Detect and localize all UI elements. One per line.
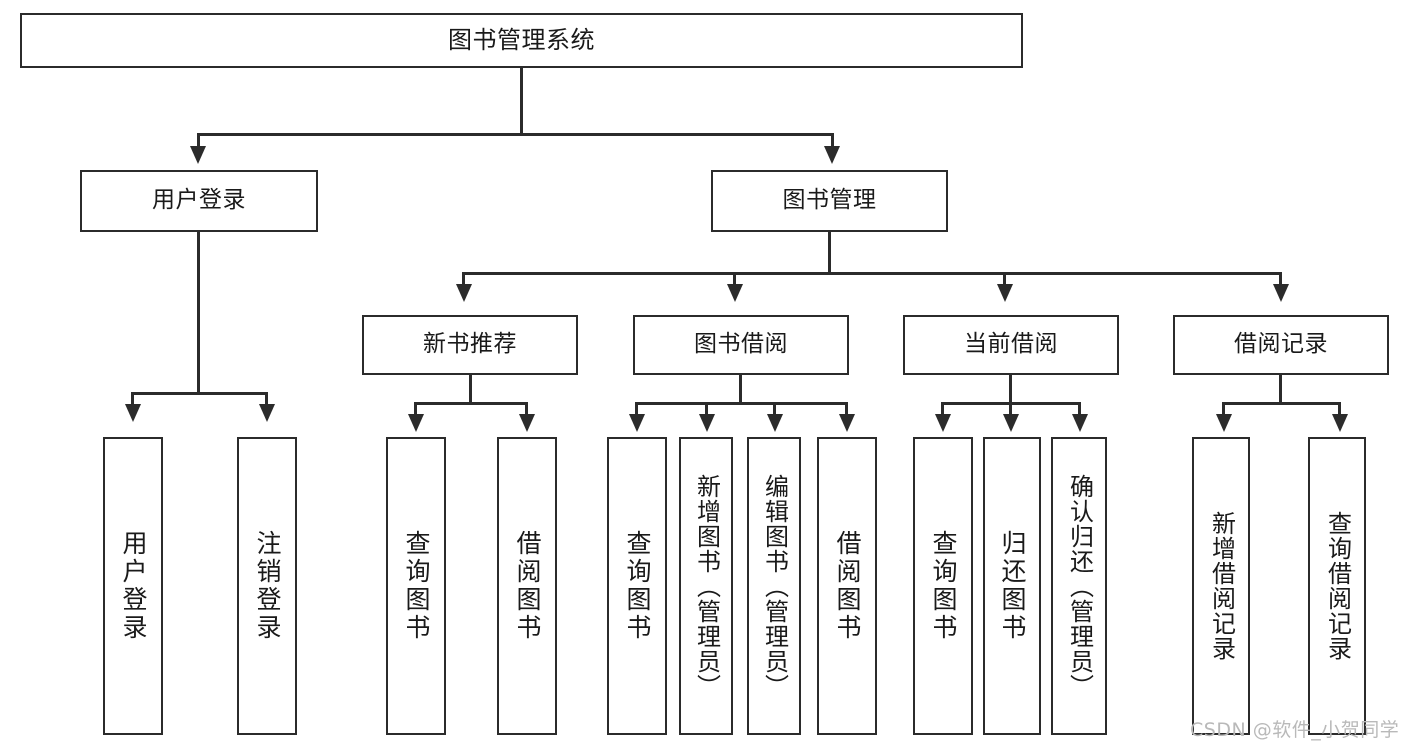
node-label: 图书管理	[782, 187, 877, 214]
node-root-system[interactable]: 图书管理系统	[20, 13, 1023, 68]
node-label: 用户登录	[119, 530, 148, 642]
connector-bookmanage-bus	[462, 272, 1282, 275]
node-label: 用户登录	[152, 187, 246, 214]
leaf-borrow-book-2[interactable]: 借阅图书	[817, 437, 877, 735]
node-label: 确认归还（管理员）	[1065, 473, 1094, 699]
arrow-to-leaf-confirm-return	[1072, 414, 1088, 432]
connector-bm-riser-3	[1003, 272, 1006, 285]
leaf-add-record[interactable]: 新增借阅记录	[1192, 437, 1250, 735]
node-label: 查询图书	[929, 530, 958, 642]
leaf-confirm-return[interactable]: 确认归还（管理员）	[1051, 437, 1107, 735]
connector-cb-stem	[1009, 375, 1012, 404]
arrow-to-leaf-query-record	[1332, 414, 1348, 432]
arrow-to-leaf-logout	[259, 404, 275, 422]
connector-nbr-bus	[414, 402, 528, 405]
connector-br-bus	[1222, 402, 1341, 405]
connector-cb-riser-2	[1009, 402, 1012, 415]
connector-br-riser-2	[1338, 402, 1341, 415]
connector-bb-riser-2	[705, 402, 708, 415]
node-label: 图书借阅	[694, 331, 788, 358]
connector-bb-riser-1	[635, 402, 638, 415]
connector-root-right-riser	[831, 133, 834, 147]
arrow-to-borrow-record	[1273, 284, 1289, 302]
node-label: 新增借阅记录	[1207, 511, 1236, 661]
connector-bb-stem	[739, 375, 742, 404]
arrow-to-leaf-add-record	[1216, 414, 1232, 432]
leaf-query-book-3[interactable]: 查询图书	[913, 437, 973, 735]
connector-bb-riser-3	[773, 402, 776, 415]
leaf-query-book-2[interactable]: 查询图书	[607, 437, 667, 735]
connector-cb-riser-1	[941, 402, 944, 415]
node-label: 查询借阅记录	[1323, 511, 1352, 661]
connector-bm-riser-2	[733, 272, 736, 285]
connector-br-stem	[1279, 375, 1282, 404]
connector-userlogin-stem	[197, 232, 200, 395]
node-label: 图书管理系统	[448, 26, 595, 55]
leaf-edit-book[interactable]: 编辑图书（管理员）	[747, 437, 801, 735]
connector-root-drop	[520, 105, 523, 136]
arrow-to-user-login	[190, 146, 206, 164]
arrow-to-leaf-query-book-2	[629, 414, 645, 432]
connector-br-riser-1	[1222, 402, 1225, 415]
node-label: 借阅记录	[1234, 331, 1328, 358]
node-new-book-rec[interactable]: 新书推荐	[362, 315, 578, 375]
arrow-to-leaf-query-book-1	[408, 414, 424, 432]
connector-nbr-riser-2	[525, 402, 528, 415]
node-label: 编辑图书（管理员）	[760, 473, 789, 699]
arrow-to-new-book-rec	[456, 284, 472, 302]
node-label: 查询图书	[402, 530, 431, 642]
connector-bb-bus	[635, 402, 848, 405]
arrow-to-current-borrow	[997, 284, 1013, 302]
connector-root-bus	[197, 133, 834, 136]
connector-userlogin-bus	[131, 392, 268, 395]
node-label: 借阅图书	[513, 530, 542, 642]
connector-bm-riser-1	[462, 272, 465, 285]
node-label: 新增图书（管理员）	[692, 473, 721, 699]
connector-bm-riser-4	[1279, 272, 1282, 285]
node-label: 当前借阅	[964, 331, 1058, 358]
connector-root-stem	[520, 68, 523, 105]
connector-cb-riser-3	[1078, 402, 1081, 415]
leaf-borrow-book-1[interactable]: 借阅图书	[497, 437, 557, 735]
connector-nbr-stem	[469, 375, 472, 404]
node-label: 查询图书	[623, 530, 652, 642]
node-label: 注销登录	[253, 530, 282, 642]
leaf-add-book[interactable]: 新增图书（管理员）	[679, 437, 733, 735]
node-user-login[interactable]: 用户登录	[80, 170, 318, 232]
arrow-to-book-borrow	[727, 284, 743, 302]
connector-root-left-riser	[197, 133, 200, 147]
leaf-query-book-1[interactable]: 查询图书	[386, 437, 446, 735]
node-label: 借阅图书	[833, 530, 862, 642]
arrow-to-leaf-user-login	[125, 404, 141, 422]
node-borrow-record[interactable]: 借阅记录	[1173, 315, 1389, 375]
arrow-to-leaf-borrow-book-1	[519, 414, 535, 432]
connector-userlogin-right-riser	[265, 392, 268, 405]
connector-bb-riser-4	[845, 402, 848, 415]
connector-bookmanage-stem	[828, 232, 831, 274]
node-label: 归还图书	[998, 530, 1027, 642]
arrow-to-leaf-add-book	[699, 414, 715, 432]
node-book-manage[interactable]: 图书管理	[711, 170, 948, 232]
leaf-return-book[interactable]: 归还图书	[983, 437, 1041, 735]
leaf-logout[interactable]: 注销登录	[237, 437, 297, 735]
node-book-borrow[interactable]: 图书借阅	[633, 315, 849, 375]
arrow-to-book-manage	[824, 146, 840, 164]
leaf-query-record[interactable]: 查询借阅记录	[1308, 437, 1366, 735]
node-label: 新书推荐	[423, 331, 517, 358]
connector-nbr-riser-1	[414, 402, 417, 415]
leaf-user-login[interactable]: 用户登录	[103, 437, 163, 735]
arrow-to-leaf-return-book	[1003, 414, 1019, 432]
arrow-to-leaf-borrow-book-2	[839, 414, 855, 432]
arrow-to-leaf-query-book-3	[935, 414, 951, 432]
arrow-to-leaf-edit-book	[767, 414, 783, 432]
node-current-borrow[interactable]: 当前借阅	[903, 315, 1119, 375]
connector-userlogin-left-riser	[131, 392, 134, 405]
